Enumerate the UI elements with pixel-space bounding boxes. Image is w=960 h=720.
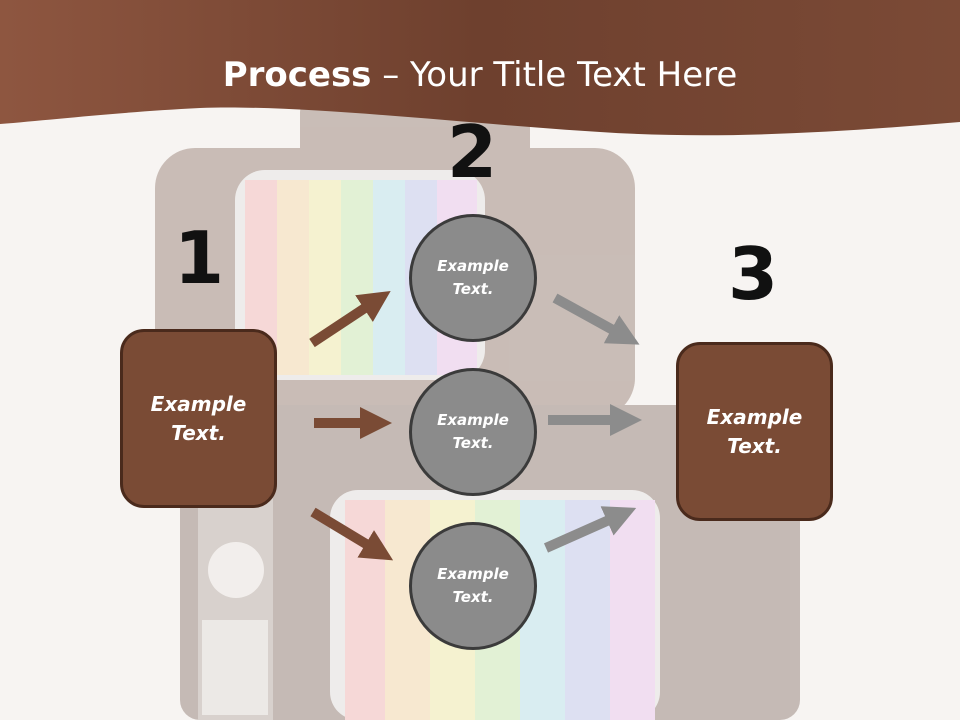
right-step-box: Example Text. xyxy=(676,342,833,521)
circle-bottom: Example Text. xyxy=(409,522,537,650)
step-number-2: 2 xyxy=(446,110,498,194)
step-number-1: 1 xyxy=(173,216,225,300)
circle-bottom-text: Example Text. xyxy=(437,565,509,606)
circle-top-text: Example Text. xyxy=(437,257,509,298)
left-step-box: Example Text. xyxy=(120,329,277,508)
title-bold: Process xyxy=(222,55,372,95)
slide-title: Process – Your Title Text Here xyxy=(0,52,960,98)
circle-top: Example Text. xyxy=(409,214,537,342)
left-box-text: Example Text. xyxy=(150,391,247,445)
circle-middle: Example Text. xyxy=(409,368,537,496)
step-number-3: 3 xyxy=(727,232,779,316)
title-rest: – Your Title Text Here xyxy=(371,55,738,95)
header-band xyxy=(0,0,960,136)
right-box-text: Example Text. xyxy=(706,404,803,458)
circle-middle-text: Example Text. xyxy=(437,411,509,452)
